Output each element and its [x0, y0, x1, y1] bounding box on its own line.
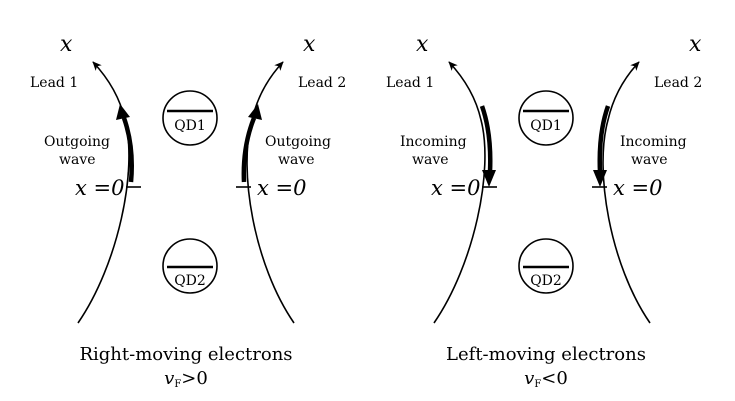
lead1-wave-arrowhead — [482, 170, 496, 187]
wave-right-line2: wave — [631, 152, 668, 168]
qd1-label: QD1 — [174, 118, 206, 134]
lead2-wave-arrow — [241, 117, 257, 183]
origin-right-label: x =0 — [257, 176, 306, 200]
velocity-right-moving: vF>0 — [164, 368, 208, 390]
wave-right-line1: Incoming — [620, 134, 687, 150]
qd2-label: QD2 — [174, 273, 206, 289]
origin-left-label: x =0 — [75, 176, 124, 200]
wave-left-line2: wave — [59, 152, 96, 168]
qd1-label: QD1 — [530, 118, 562, 134]
wave-left-line1: Incoming — [400, 134, 467, 150]
wave-left-line1: Outgoing — [44, 134, 110, 150]
qd2-circle — [518, 238, 574, 294]
qd1-circle — [518, 90, 574, 146]
caption-right-moving: Right-moving electrons — [79, 344, 292, 365]
origin-right-label: x =0 — [613, 176, 662, 200]
qd2-circle — [162, 238, 218, 294]
lead1-wave-arrow — [121, 117, 134, 183]
origin-left-label: x =0 — [431, 176, 480, 200]
lead2-wave-arrowhead — [248, 104, 262, 120]
axis-label-left: x — [60, 32, 73, 57]
panel-right-moving: QD1 QD2 x x Lead 1 Lead 2 Outgoing wave … — [30, 32, 346, 390]
axis-label-right: x — [303, 32, 316, 57]
velocity-left-moving: vF<0 — [524, 368, 568, 390]
lead2-wave-arrow — [597, 105, 611, 173]
qd2-label: QD2 — [530, 273, 562, 289]
wave-right-line1: Outgoing — [265, 134, 331, 150]
lead1-wave-arrowhead — [116, 104, 130, 120]
qd1-circle — [162, 90, 218, 146]
panel-left-moving: QD1 QD2 x x Lead 1 Lead 2 Incoming wave … — [386, 32, 702, 390]
lead1-wave-arrow — [479, 105, 493, 173]
caption-left-moving: Left-moving electrons — [446, 344, 646, 365]
lead2-label: Lead 2 — [298, 75, 346, 91]
lead2-label: Lead 2 — [654, 75, 702, 91]
wave-right-line2: wave — [278, 152, 315, 168]
lead2-curve — [602, 61, 651, 324]
wave-left-line2: wave — [412, 152, 449, 168]
lead1-label: Lead 1 — [30, 75, 78, 91]
axis-label-right: x — [689, 32, 702, 57]
lead2-wave-arrowhead — [593, 170, 607, 187]
axis-label-left: x — [416, 32, 429, 57]
lead1-label: Lead 1 — [386, 75, 434, 91]
lead1-curve — [433, 61, 486, 324]
